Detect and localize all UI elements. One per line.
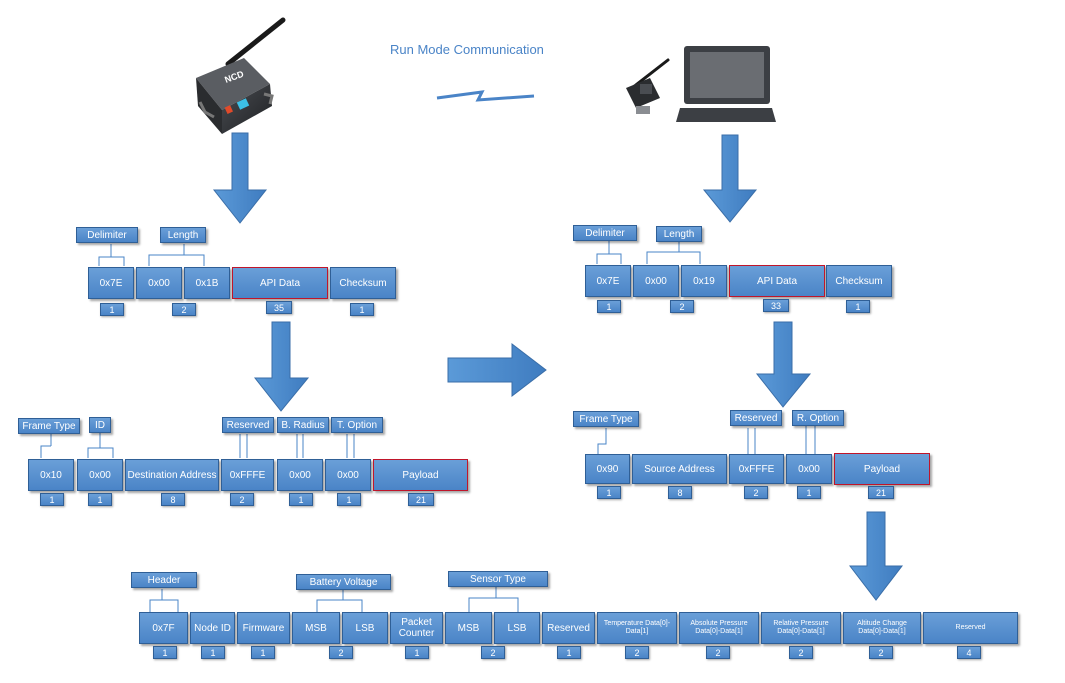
- down-arrow-icon: [755, 321, 812, 408]
- byte-count: 2: [744, 486, 768, 499]
- delimiter-field: 0x7E: [88, 267, 134, 299]
- battery-voltage-label: Battery Voltage: [296, 574, 391, 590]
- altitude-change-field: Altitude Change Data[0]-Data[1]: [843, 612, 921, 644]
- byte-count: 1: [100, 303, 124, 316]
- length-msb-field: 0x00: [136, 267, 182, 299]
- frame-type-field: 0x90: [585, 454, 630, 484]
- payload-field: Payload: [834, 453, 930, 485]
- destination-address-field: Destination Address: [125, 459, 219, 491]
- laptop-with-usb-gateway-icon: [626, 46, 776, 122]
- diagram-title: Run Mode Communication: [390, 42, 544, 57]
- length-label: Length: [656, 226, 702, 242]
- receive-option-field: 0x00: [786, 454, 832, 484]
- transmit-option-field: 0x00: [325, 459, 371, 491]
- api-data-field: API Data: [729, 265, 825, 297]
- packet-counter-field: Packet Counter: [390, 612, 443, 644]
- byte-count: 8: [668, 486, 692, 499]
- battery-lsb-field: LSB: [342, 612, 388, 644]
- byte-count: 1: [846, 300, 870, 313]
- sensor-type-msb-field: MSB: [445, 612, 492, 644]
- checksum-field: Checksum: [330, 267, 396, 299]
- byte-count: 1: [597, 300, 621, 313]
- battery-msb-field: MSB: [292, 612, 340, 644]
- frame-id-field: 0x00: [77, 459, 123, 491]
- byte-count: 1: [337, 493, 361, 506]
- byte-count: 1: [88, 493, 112, 506]
- absolute-pressure-field: Absolute Pressure Data[0]-Data[1]: [679, 612, 759, 644]
- b-radius-label: B. Radius: [277, 417, 329, 433]
- length-label: Length: [160, 227, 206, 243]
- node-id-field: Node ID: [190, 612, 235, 644]
- broadcast-radius-field: 0x00: [277, 459, 323, 491]
- sensor-type-lsb-field: LSB: [494, 612, 540, 644]
- byte-count: 2: [481, 646, 505, 659]
- label-brackets: [40, 241, 816, 612]
- byte-count: 1: [557, 646, 581, 659]
- byte-count: 2: [706, 646, 730, 659]
- api-data-field: API Data: [232, 267, 328, 299]
- byte-count: 8: [161, 493, 185, 506]
- byte-count: 2: [670, 300, 694, 313]
- delimiter-label: Delimiter: [573, 225, 637, 241]
- delimiter-label: Delimiter: [76, 227, 138, 243]
- length-msb-field: 0x00: [633, 265, 679, 297]
- id-label: ID: [89, 417, 111, 433]
- down-arrow-icon: [702, 134, 758, 223]
- byte-count: 1: [597, 486, 621, 499]
- wireless-link-icon: [436, 90, 535, 102]
- byte-count: 33: [763, 299, 789, 312]
- byte-count: 35: [266, 301, 292, 314]
- t-option-label: T. Option: [331, 417, 383, 433]
- reserved-label: Reserved: [730, 410, 782, 426]
- payload-field: Payload: [373, 459, 468, 491]
- wireless-sensor-device-icon: [196, 17, 286, 134]
- byte-count: 1: [350, 303, 374, 316]
- byte-count: 1: [289, 493, 313, 506]
- source-address-field: Source Address: [632, 454, 727, 484]
- length-lsb-field: 0x19: [681, 265, 727, 297]
- frame-type-label: Frame Type: [18, 418, 80, 434]
- byte-count: 2: [230, 493, 254, 506]
- byte-count: 2: [329, 646, 353, 659]
- byte-count: 1: [201, 646, 225, 659]
- byte-count: 2: [869, 646, 893, 659]
- temperature-field: Temperature Data[0]-Data[1]: [597, 612, 677, 644]
- byte-count: 2: [172, 303, 196, 316]
- reserved-field: Reserved: [542, 612, 595, 644]
- byte-count: 4: [957, 646, 981, 659]
- down-arrow-icon: [253, 321, 310, 412]
- frame-type-label: Frame Type: [573, 411, 639, 427]
- checksum-field: Checksum: [826, 265, 892, 297]
- byte-count: 1: [405, 646, 429, 659]
- reserved-field: 0xFFFE: [729, 454, 784, 484]
- r-option-label: R. Option: [792, 410, 844, 426]
- reserved-field: Reserved: [923, 612, 1018, 644]
- header-field: 0x7F: [139, 612, 188, 644]
- relative-pressure-field: Relative Pressure Data[0]-Data[1]: [761, 612, 841, 644]
- down-arrow-icon: [848, 511, 904, 601]
- reserved-label: Reserved: [222, 417, 274, 433]
- firmware-field: Firmware: [237, 612, 290, 644]
- down-arrow-icon: [212, 132, 268, 224]
- byte-count: 2: [625, 646, 649, 659]
- frame-type-field: 0x10: [28, 459, 74, 491]
- byte-count: 2: [789, 646, 813, 659]
- reserved-field: 0xFFFE: [221, 459, 274, 491]
- right-arrow-icon: [447, 342, 547, 398]
- delimiter-field: 0x7E: [585, 265, 631, 297]
- byte-count: 21: [408, 493, 434, 506]
- byte-count: 21: [868, 486, 894, 499]
- header-label: Header: [131, 572, 197, 588]
- length-lsb-field: 0x1B: [184, 267, 230, 299]
- byte-count: 1: [797, 486, 821, 499]
- sensor-type-label: Sensor Type: [448, 571, 548, 587]
- byte-count: 1: [251, 646, 275, 659]
- byte-count: 1: [40, 493, 64, 506]
- byte-count: 1: [153, 646, 177, 659]
